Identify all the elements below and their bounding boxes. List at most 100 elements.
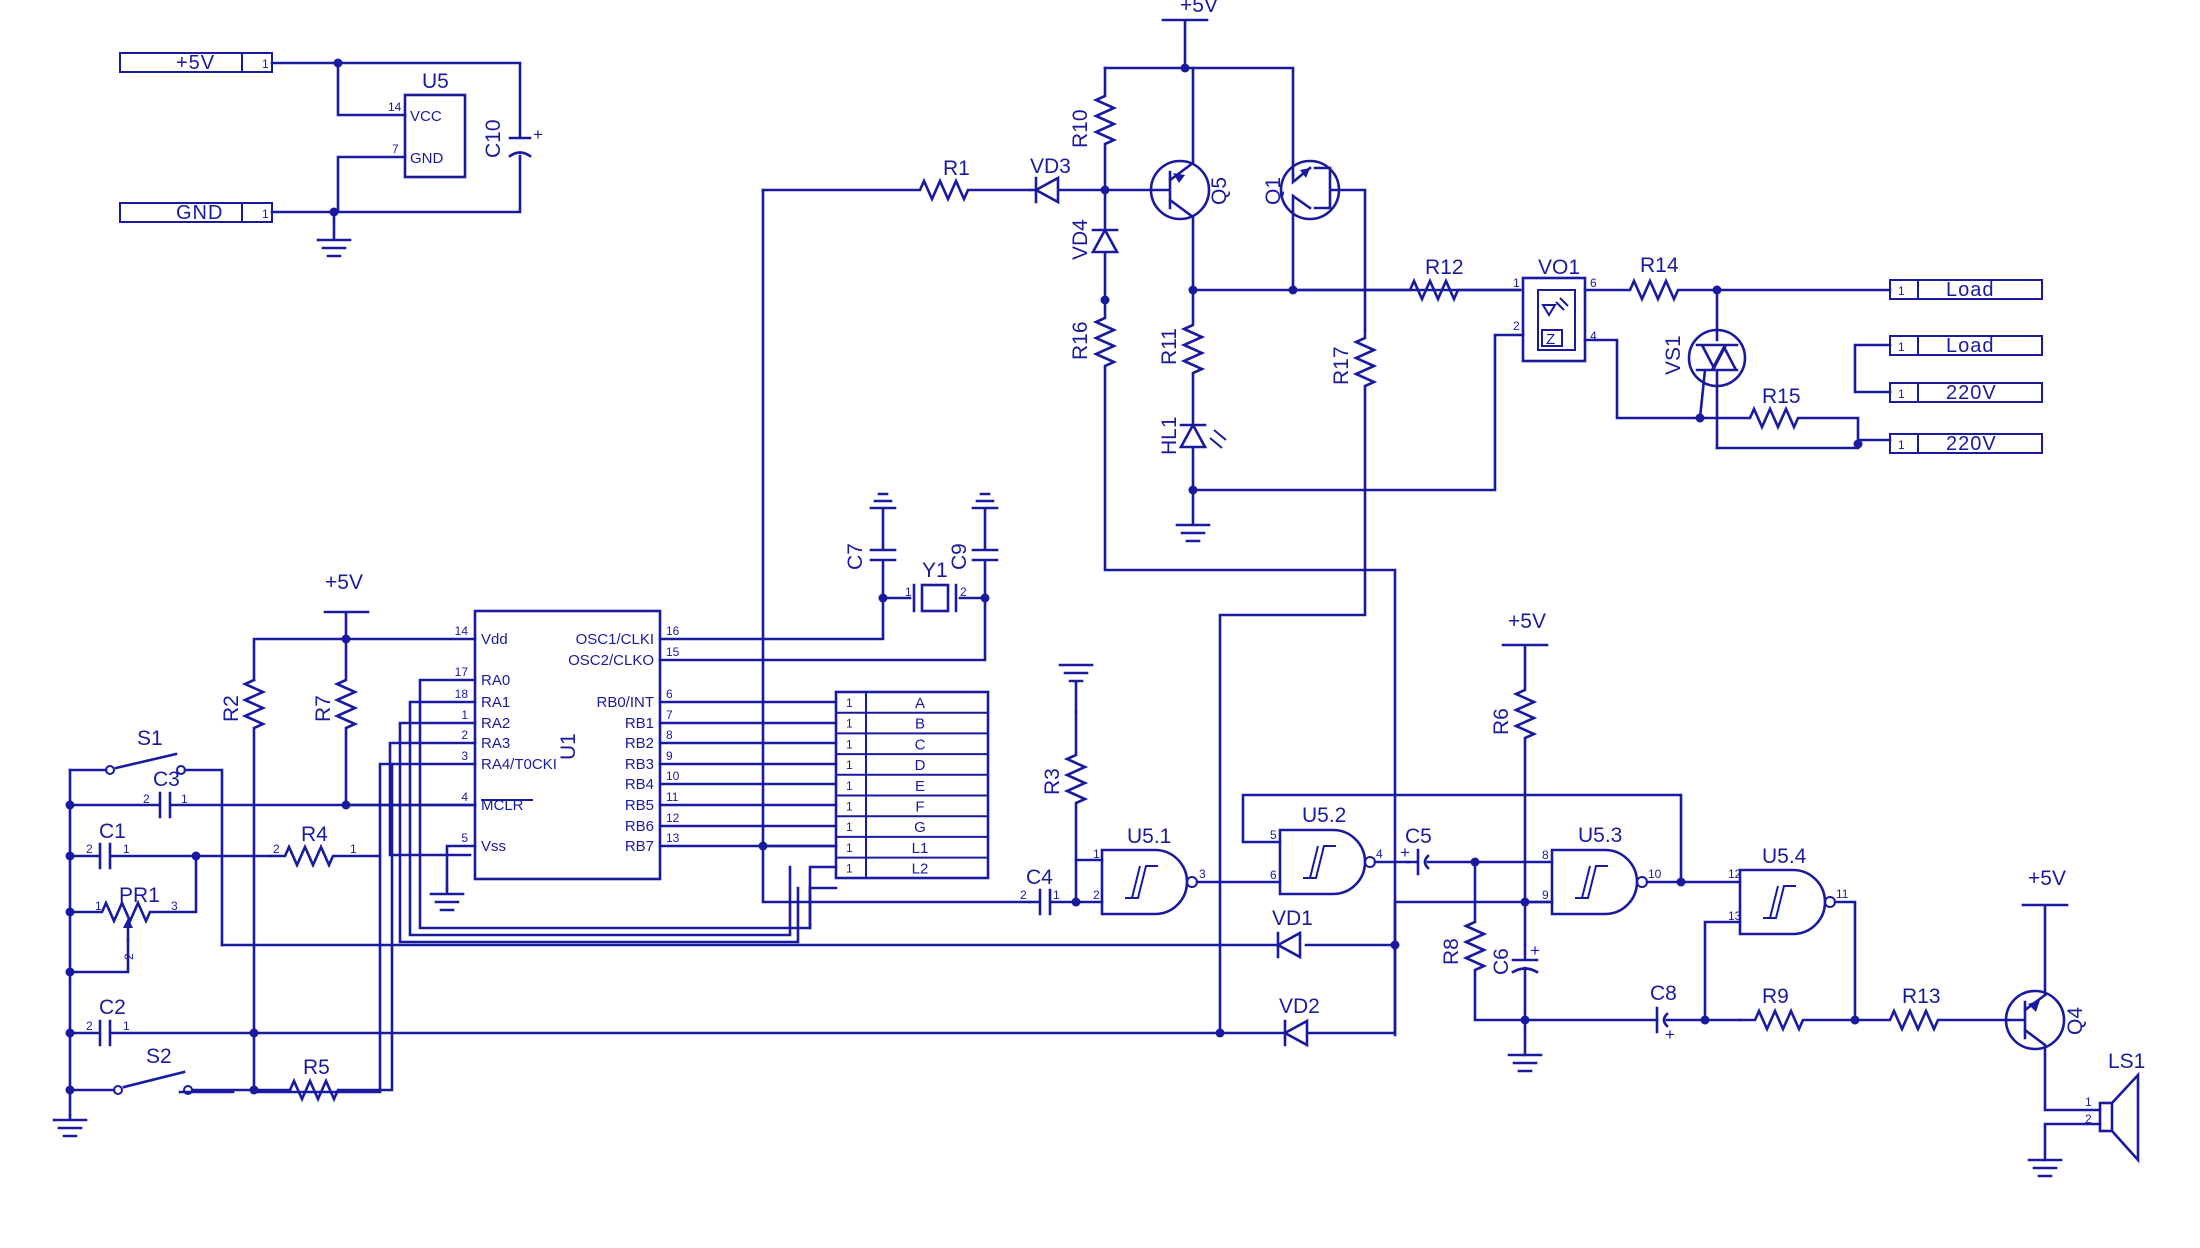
u5-3-pin-10: 10 xyxy=(1648,867,1662,881)
u5-ref: U5 xyxy=(422,70,449,93)
u5-2-pin-4: 4 xyxy=(1376,847,1383,861)
crystal-y1 xyxy=(920,583,950,613)
u5-3-pin-9: 9 xyxy=(1542,888,1549,902)
vo1-pin-4: 4 xyxy=(1590,329,1597,343)
c2-pin-1: 1 xyxy=(123,1019,130,1033)
u1-power: +5V R2 R7 xyxy=(220,571,477,1092)
vo1-pin-2: 2 xyxy=(1513,319,1520,333)
c6-polarity: + xyxy=(1530,941,1540,960)
port-load-b-label: Load xyxy=(1946,335,1995,357)
segment-label: C xyxy=(915,736,926,753)
c1-ref: C1 xyxy=(99,820,126,843)
segment-label: E xyxy=(915,778,925,795)
capacitor-c2: C2 2 1 xyxy=(68,996,1222,1047)
port-pin-number: 1 xyxy=(1898,387,1905,401)
transistor-q4: Q4 xyxy=(2004,989,2102,1112)
r1-ref: R1 xyxy=(943,157,970,180)
u1-chip xyxy=(473,609,662,881)
r15-ref: R15 xyxy=(1762,385,1801,408)
u5-3-ref: U5.3 xyxy=(1578,824,1622,847)
hl1-ref: HL1 xyxy=(1158,416,1181,455)
c1-pin-1: 1 xyxy=(123,842,130,856)
y1-ref: Y1 xyxy=(922,559,948,582)
u5-3-pin-8: 8 xyxy=(1542,848,1549,862)
port-plus5v: +5V 1 xyxy=(119,52,273,74)
u1-pin-label: RB2 xyxy=(625,735,654,752)
vd2-ref: VD2 xyxy=(1279,995,1320,1018)
u1-pin-number: 15 xyxy=(666,645,680,659)
switch-s1: S1 xyxy=(68,727,224,947)
ground-symbol xyxy=(429,886,465,912)
r4-pin-2: 2 xyxy=(273,842,280,856)
pr1-pin-3: 3 xyxy=(171,899,178,913)
vo1-zero-cross-label: Z xyxy=(1546,331,1555,348)
gate-u5-3: U5.3 8 9 10 xyxy=(1542,824,1662,916)
connector-pin-number: 1 xyxy=(846,779,853,793)
ground-symbol xyxy=(1058,663,1094,714)
transistor-q1: Q1 xyxy=(1262,159,1367,332)
connector-pin-number: 1 xyxy=(846,696,853,710)
u1-pin-label: OSC2/CLKO xyxy=(568,652,654,669)
r2-ref: R2 xyxy=(220,695,243,722)
u1-pin-label: Vss xyxy=(481,838,506,855)
r6-ref: R6 xyxy=(1490,708,1513,735)
u1-pin-number: 2 xyxy=(461,728,468,742)
u5-1-ref: U5.1 xyxy=(1127,825,1171,848)
u1-pin-label: RA1 xyxy=(481,694,510,711)
gate-u5-1: U5.1 1 2 3 xyxy=(1093,825,1206,916)
ground-symbol xyxy=(2027,1158,2063,1178)
c1-pin-2: 2 xyxy=(86,842,93,856)
c5-ref: C5 xyxy=(1405,825,1432,848)
c4-ref: C4 xyxy=(1026,866,1053,889)
port-mains-a-label: 220V xyxy=(1946,382,1997,404)
vd1-ref: VD1 xyxy=(1272,907,1313,930)
port-load-a-label: Load xyxy=(1946,279,1995,301)
r8-ref: R8 xyxy=(1440,938,1463,965)
u5-1-pin-1: 1 xyxy=(1093,847,1100,861)
connector-pin-number: 1 xyxy=(846,800,853,814)
c4-pin-1: 1 xyxy=(1053,888,1060,902)
u1-pin-number: 11 xyxy=(666,790,679,804)
u1-pin-label: RB6 xyxy=(625,818,654,835)
u1-pin-label: RB0/INT xyxy=(596,694,654,711)
u5-1-pin-2: 2 xyxy=(1093,888,1100,902)
u1-pin-number: 8 xyxy=(666,728,673,742)
r12-ref: R12 xyxy=(1425,256,1464,279)
u1-pin-label: RA2 xyxy=(481,715,510,732)
u1-pin-label: RB5 xyxy=(625,797,654,814)
port-pin-number: 1 xyxy=(1898,340,1905,354)
segment-label: A xyxy=(915,695,925,712)
r10-ref: R10 xyxy=(1069,109,1092,148)
segment-label: G xyxy=(914,819,926,836)
ground-symbol xyxy=(1507,1053,1543,1073)
c2-pin-2: 2 xyxy=(86,1019,93,1033)
u1-pin-label: RB4 xyxy=(625,776,654,793)
port-mains-b: 1 220V xyxy=(1889,433,2043,455)
u1-pin-number: 1 xyxy=(461,708,468,722)
led-hl1: HL1 xyxy=(1158,416,1227,492)
vcc-left-label: +5V xyxy=(325,571,363,594)
segment-label: F xyxy=(915,799,924,816)
u5-2-ref: U5.2 xyxy=(1302,804,1346,827)
r3-ref: R3 xyxy=(1041,768,1064,795)
u1-pin-label: RA3 xyxy=(481,735,510,752)
speaker-ls1: LS1 1 2 xyxy=(2043,1050,2145,1164)
u5-pin-14: 14 xyxy=(388,100,402,114)
capacitor-c6: + C6 xyxy=(1490,941,1540,1057)
vo1-pin-6: 6 xyxy=(1590,276,1597,290)
s1-ref: S1 xyxy=(137,727,163,750)
u1-pin-number: 12 xyxy=(666,811,680,825)
vcc-right-label: +5V xyxy=(2028,867,2066,890)
u5-chip xyxy=(403,93,467,179)
u5-4-pin-12: 12 xyxy=(1728,867,1742,881)
vo1-ref: VO1 xyxy=(1538,256,1580,279)
diode-vd3: VD3 xyxy=(1028,155,1107,205)
diode-vd2: VD2 xyxy=(1218,943,1397,1048)
u1-pin-label: RB3 xyxy=(625,756,654,773)
port-pin-number: 1 xyxy=(262,207,269,221)
connector-pin-number: 1 xyxy=(846,862,853,876)
connector-pin-number: 1 xyxy=(846,820,853,834)
u1-pin-number: 6 xyxy=(666,687,673,701)
capacitor-c1: C1 2 1 xyxy=(68,820,272,870)
segment-label: L1 xyxy=(912,840,929,857)
